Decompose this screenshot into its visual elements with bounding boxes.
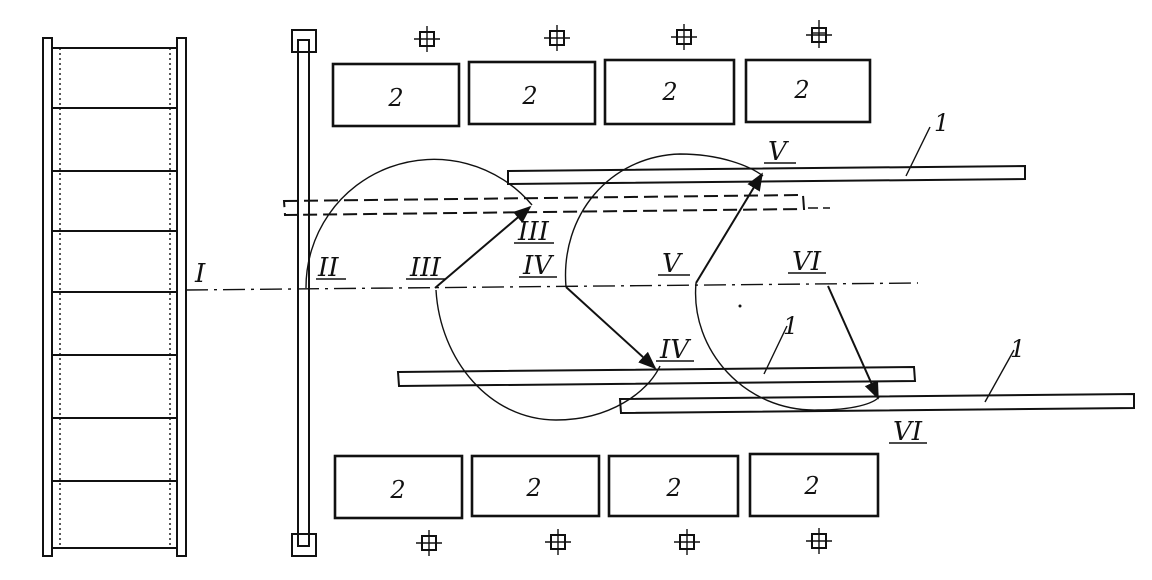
rails: 1 1 1	[282, 109, 1135, 415]
block-bottom-3	[607, 454, 740, 518]
top-blocks: 2 2 2 2	[331, 58, 872, 128]
block-bottom-1	[333, 454, 464, 520]
block-bottom-2-label: 2	[525, 474, 541, 502]
swing-arc-iii-top	[305, 158, 533, 289]
beam-bottom-cap	[291, 533, 317, 557]
beam-top-cap	[291, 29, 317, 53]
rail-top	[507, 164, 1026, 186]
position-label-ii: II	[317, 253, 339, 283]
position-label-iv-bottom: IV	[659, 335, 691, 365]
column-marker-icon	[671, 24, 697, 50]
column-markers	[414, 20, 832, 556]
ladder-left-post	[42, 37, 53, 557]
rail-middle	[396, 365, 917, 388]
swing-arc-iii-bottom	[435, 289, 661, 421]
block-top-4	[744, 58, 872, 124]
movement-arrows	[434, 172, 879, 400]
rail-middle-label: 1	[783, 312, 798, 340]
column-marker-icon	[806, 528, 832, 554]
position-label-iii: III	[409, 253, 442, 283]
block-bottom-1-label: 2	[389, 476, 405, 504]
block-top-1-label: 2	[387, 84, 403, 112]
rail-dashed	[282, 193, 806, 217]
swing-arc-iv-top	[564, 153, 764, 288]
column-marker-icon	[416, 530, 442, 556]
column-marker-icon	[414, 26, 440, 52]
column-marker-icon	[545, 529, 571, 555]
swing-arc-v-bottom	[694, 282, 881, 411]
block-bottom-3-label: 2	[665, 474, 681, 502]
column-marker-icon	[806, 20, 832, 48]
block-bottom-4-label: 2	[803, 472, 819, 500]
position-label-vi-bottom: VI	[893, 417, 923, 447]
block-top-2-label: 2	[521, 82, 537, 110]
position-label-i: I	[194, 259, 206, 289]
rail-top-label: 1	[934, 109, 949, 137]
ladder-frame	[51, 47, 178, 549]
block-top-1	[331, 62, 461, 128]
arrow-vi-to-vi-bottom	[827, 285, 879, 400]
block-top-4-label: 2	[793, 76, 809, 104]
arrow-iv-to-iv-bottom	[565, 286, 657, 370]
block-bottom-2	[470, 454, 601, 518]
arrow-v-to-v-top	[695, 172, 763, 284]
block-top-2	[467, 60, 597, 126]
bottom-blocks: 2 2 2 2	[333, 452, 880, 520]
beam-body	[297, 39, 310, 547]
stray-mark	[738, 304, 742, 308]
vertical-beam	[291, 29, 317, 557]
position-labels: I II III III IV IV V V VI VI	[194, 137, 927, 447]
position-label-vi: VI	[792, 247, 822, 277]
position-label-iv: IV	[522, 251, 554, 281]
block-bottom-4	[748, 452, 880, 518]
ladder-right-post	[176, 37, 187, 557]
column-marker-icon	[544, 25, 570, 51]
center-axis	[185, 282, 919, 291]
column-marker-icon	[674, 529, 700, 555]
block-top-3-label: 2	[661, 78, 677, 106]
rail-bottom-label: 1	[1010, 335, 1025, 363]
rail-bottom	[618, 392, 1135, 415]
arrow-iii-to-iii-top	[434, 205, 532, 289]
position-label-iii-top: III	[517, 217, 550, 247]
position-label-v: V	[662, 249, 683, 279]
ladder-structure	[42, 37, 187, 557]
block-top-3	[603, 58, 736, 126]
swing-arcs	[305, 153, 881, 421]
position-label-v-top: V	[768, 137, 789, 167]
